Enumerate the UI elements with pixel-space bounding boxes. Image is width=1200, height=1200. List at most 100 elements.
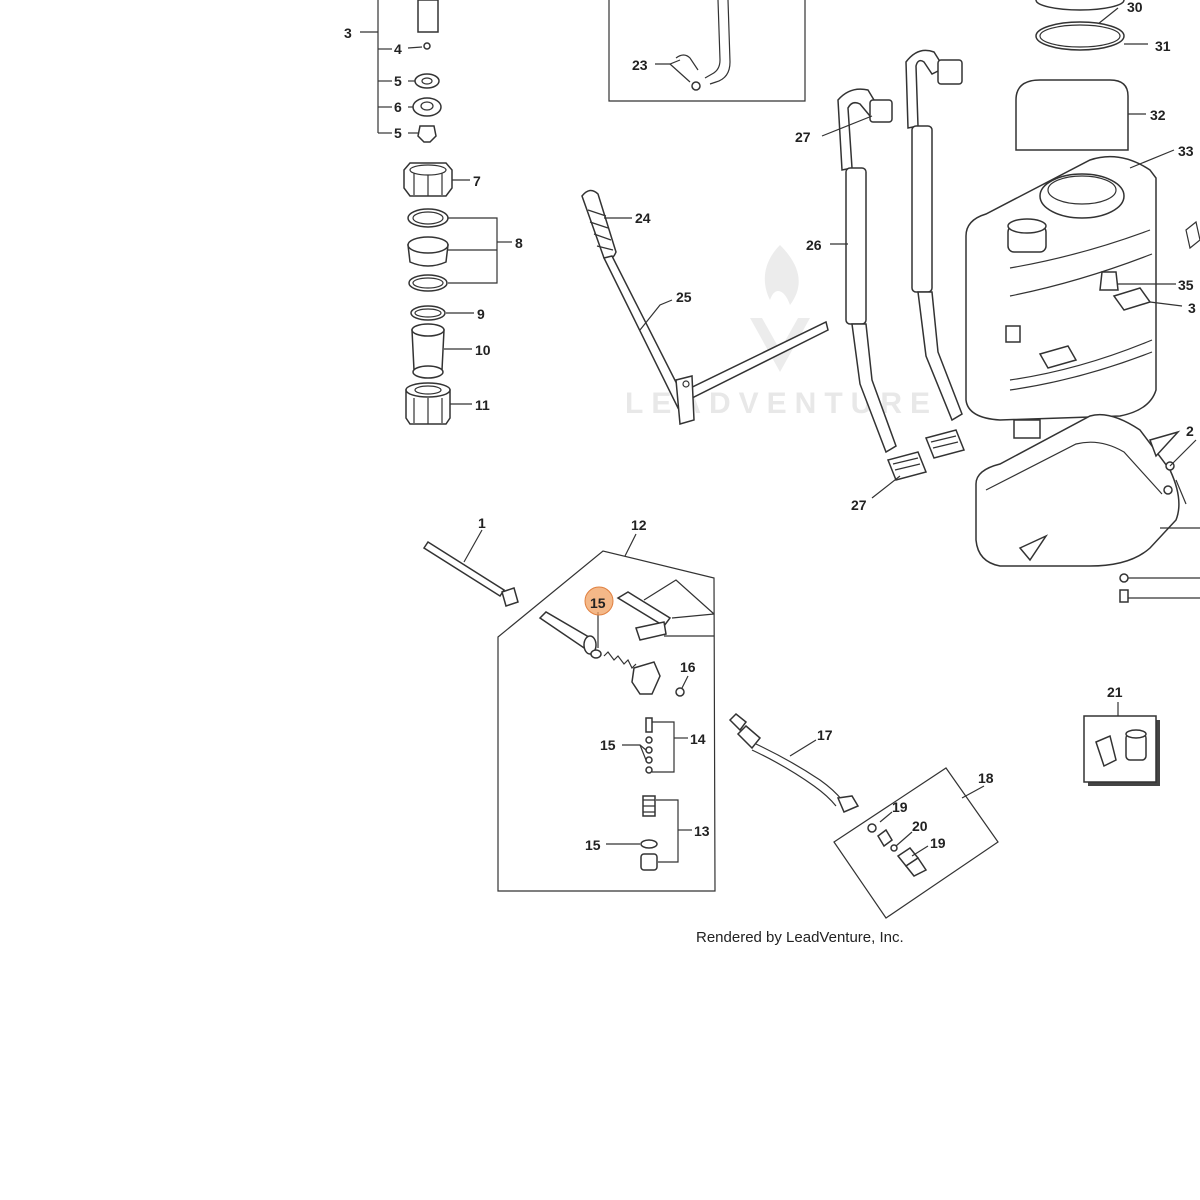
leader-14 — [652, 721, 675, 773]
leader-19a — [879, 811, 893, 823]
part-11-top — [405, 382, 451, 398]
label-26: 26 — [806, 237, 822, 253]
label-19b: 19 — [930, 835, 946, 851]
part-34-edge — [1185, 220, 1200, 250]
label-3: 3 — [344, 25, 352, 41]
part-17-hose — [755, 743, 843, 801]
part-25-hole — [682, 380, 690, 388]
part-25-bracket — [675, 375, 695, 425]
part-27-clip-b — [937, 59, 963, 85]
label-15-highlight[interactable]: 15 — [590, 595, 606, 611]
part-30-top — [1035, 0, 1125, 11]
leader-15b — [622, 744, 647, 751]
part-19-nozzle-a — [877, 828, 893, 848]
part-24-grip-ribs — [587, 209, 614, 251]
part-group-24-25: 24 25 — [581, 189, 829, 425]
label-30: 30 — [1127, 0, 1143, 15]
label-4: 4 — [394, 41, 402, 57]
part-5a — [414, 73, 440, 89]
part-26-strap-b-bottom — [917, 291, 963, 422]
leader-23a — [655, 59, 681, 65]
part-trigger-base — [635, 621, 667, 641]
label-19a: 19 — [892, 799, 908, 815]
part-27-buckle-b — [924, 429, 966, 459]
part-19-nozzle-c — [904, 856, 928, 877]
part-26-strap-b-pad — [911, 125, 933, 293]
part-31-inner — [1039, 24, 1121, 48]
label-15b: 15 — [600, 737, 616, 753]
part-6 — [412, 97, 442, 117]
leader-12 — [624, 533, 637, 557]
part-group-1: 1 — [422, 515, 519, 607]
label-7: 7 — [473, 173, 481, 189]
part-36-clip-b — [1038, 345, 1078, 369]
part-31-gasket — [1035, 21, 1125, 51]
part-23-rod — [704, 0, 721, 79]
part-8-ring-b-inner — [412, 277, 444, 289]
part-8-cup-rim — [407, 236, 449, 254]
label-17: 17 — [817, 727, 833, 743]
part-27-buckle-a-ribs — [892, 457, 921, 471]
leader-1 — [463, 529, 483, 563]
part-group-23: 23 — [608, 0, 806, 102]
part-21-nozzle-b-top — [1125, 729, 1147, 739]
label-33: 33 — [1178, 143, 1194, 159]
label-24: 24 — [635, 210, 651, 226]
part-20 — [890, 844, 898, 852]
part-25-lever — [602, 255, 687, 410]
part-14-pin — [645, 717, 653, 733]
leader-33 — [1129, 149, 1175, 169]
part-27-clip-a — [869, 99, 893, 123]
part-11-hole — [414, 385, 442, 395]
leader-27b — [871, 475, 901, 499]
highlight-marker-15[interactable] — [584, 586, 614, 616]
part-14-ball-a — [645, 736, 653, 744]
part-27-buckle-a — [886, 451, 928, 481]
part-2-screw-d — [1119, 589, 1129, 603]
part-group-3-stack: 3 4 5 6 5 7 8 — [344, 0, 523, 425]
label-3x: 3 — [1188, 300, 1196, 316]
label-13: 13 — [694, 823, 710, 839]
label-1: 1 — [478, 515, 486, 531]
part-8-ring-a-inner — [412, 211, 444, 225]
part-13-cap — [640, 853, 658, 871]
part-3-shaft — [417, 0, 439, 33]
part-17-hose-b — [751, 749, 837, 807]
part-35-bolt — [1099, 271, 1119, 291]
label-6: 6 — [394, 99, 402, 115]
leader-27a — [821, 115, 873, 137]
credit-text: Rendered by LeadVenture, Inc. — [696, 929, 904, 946]
leader-16 — [681, 675, 689, 689]
part-trigger — [616, 591, 672, 627]
label-5a: 5 — [394, 73, 402, 89]
box-18 — [833, 767, 999, 919]
part-group-17: 17 — [728, 712, 860, 813]
part-26-strap-a-bottom — [851, 323, 897, 454]
leader-19b — [911, 845, 929, 857]
part-group-18: 18 19 20 19 — [833, 767, 999, 919]
label-23: 23 — [632, 57, 648, 73]
label-35: 35 — [1178, 277, 1194, 293]
part-spring — [603, 651, 637, 670]
label-20: 20 — [912, 818, 928, 834]
part-14-ball-c — [645, 756, 653, 764]
part-2-rod — [1175, 479, 1187, 505]
part-valve-tee — [631, 661, 661, 695]
watermark-flame-logo — [750, 245, 810, 372]
part-33-port-top — [1007, 218, 1047, 234]
part-1-bushing — [501, 587, 519, 607]
label-25: 25 — [676, 289, 692, 305]
part-9-inner — [414, 308, 442, 318]
part-10-bottom — [412, 365, 444, 379]
part-base-tray — [975, 413, 1180, 567]
part-valve-end — [583, 635, 597, 655]
part-17-ferrule — [736, 724, 762, 750]
leader-2a — [1169, 439, 1197, 467]
leader-12-trigger — [643, 579, 715, 615]
label-12: 12 — [631, 517, 647, 533]
part-group-12: 12 16 15 14 15 13 15 — [497, 517, 716, 892]
part-15-oring-c — [640, 839, 658, 849]
label-27a: 27 — [795, 129, 811, 145]
label-16: 16 — [680, 659, 696, 675]
part-17-end-b — [836, 795, 860, 813]
